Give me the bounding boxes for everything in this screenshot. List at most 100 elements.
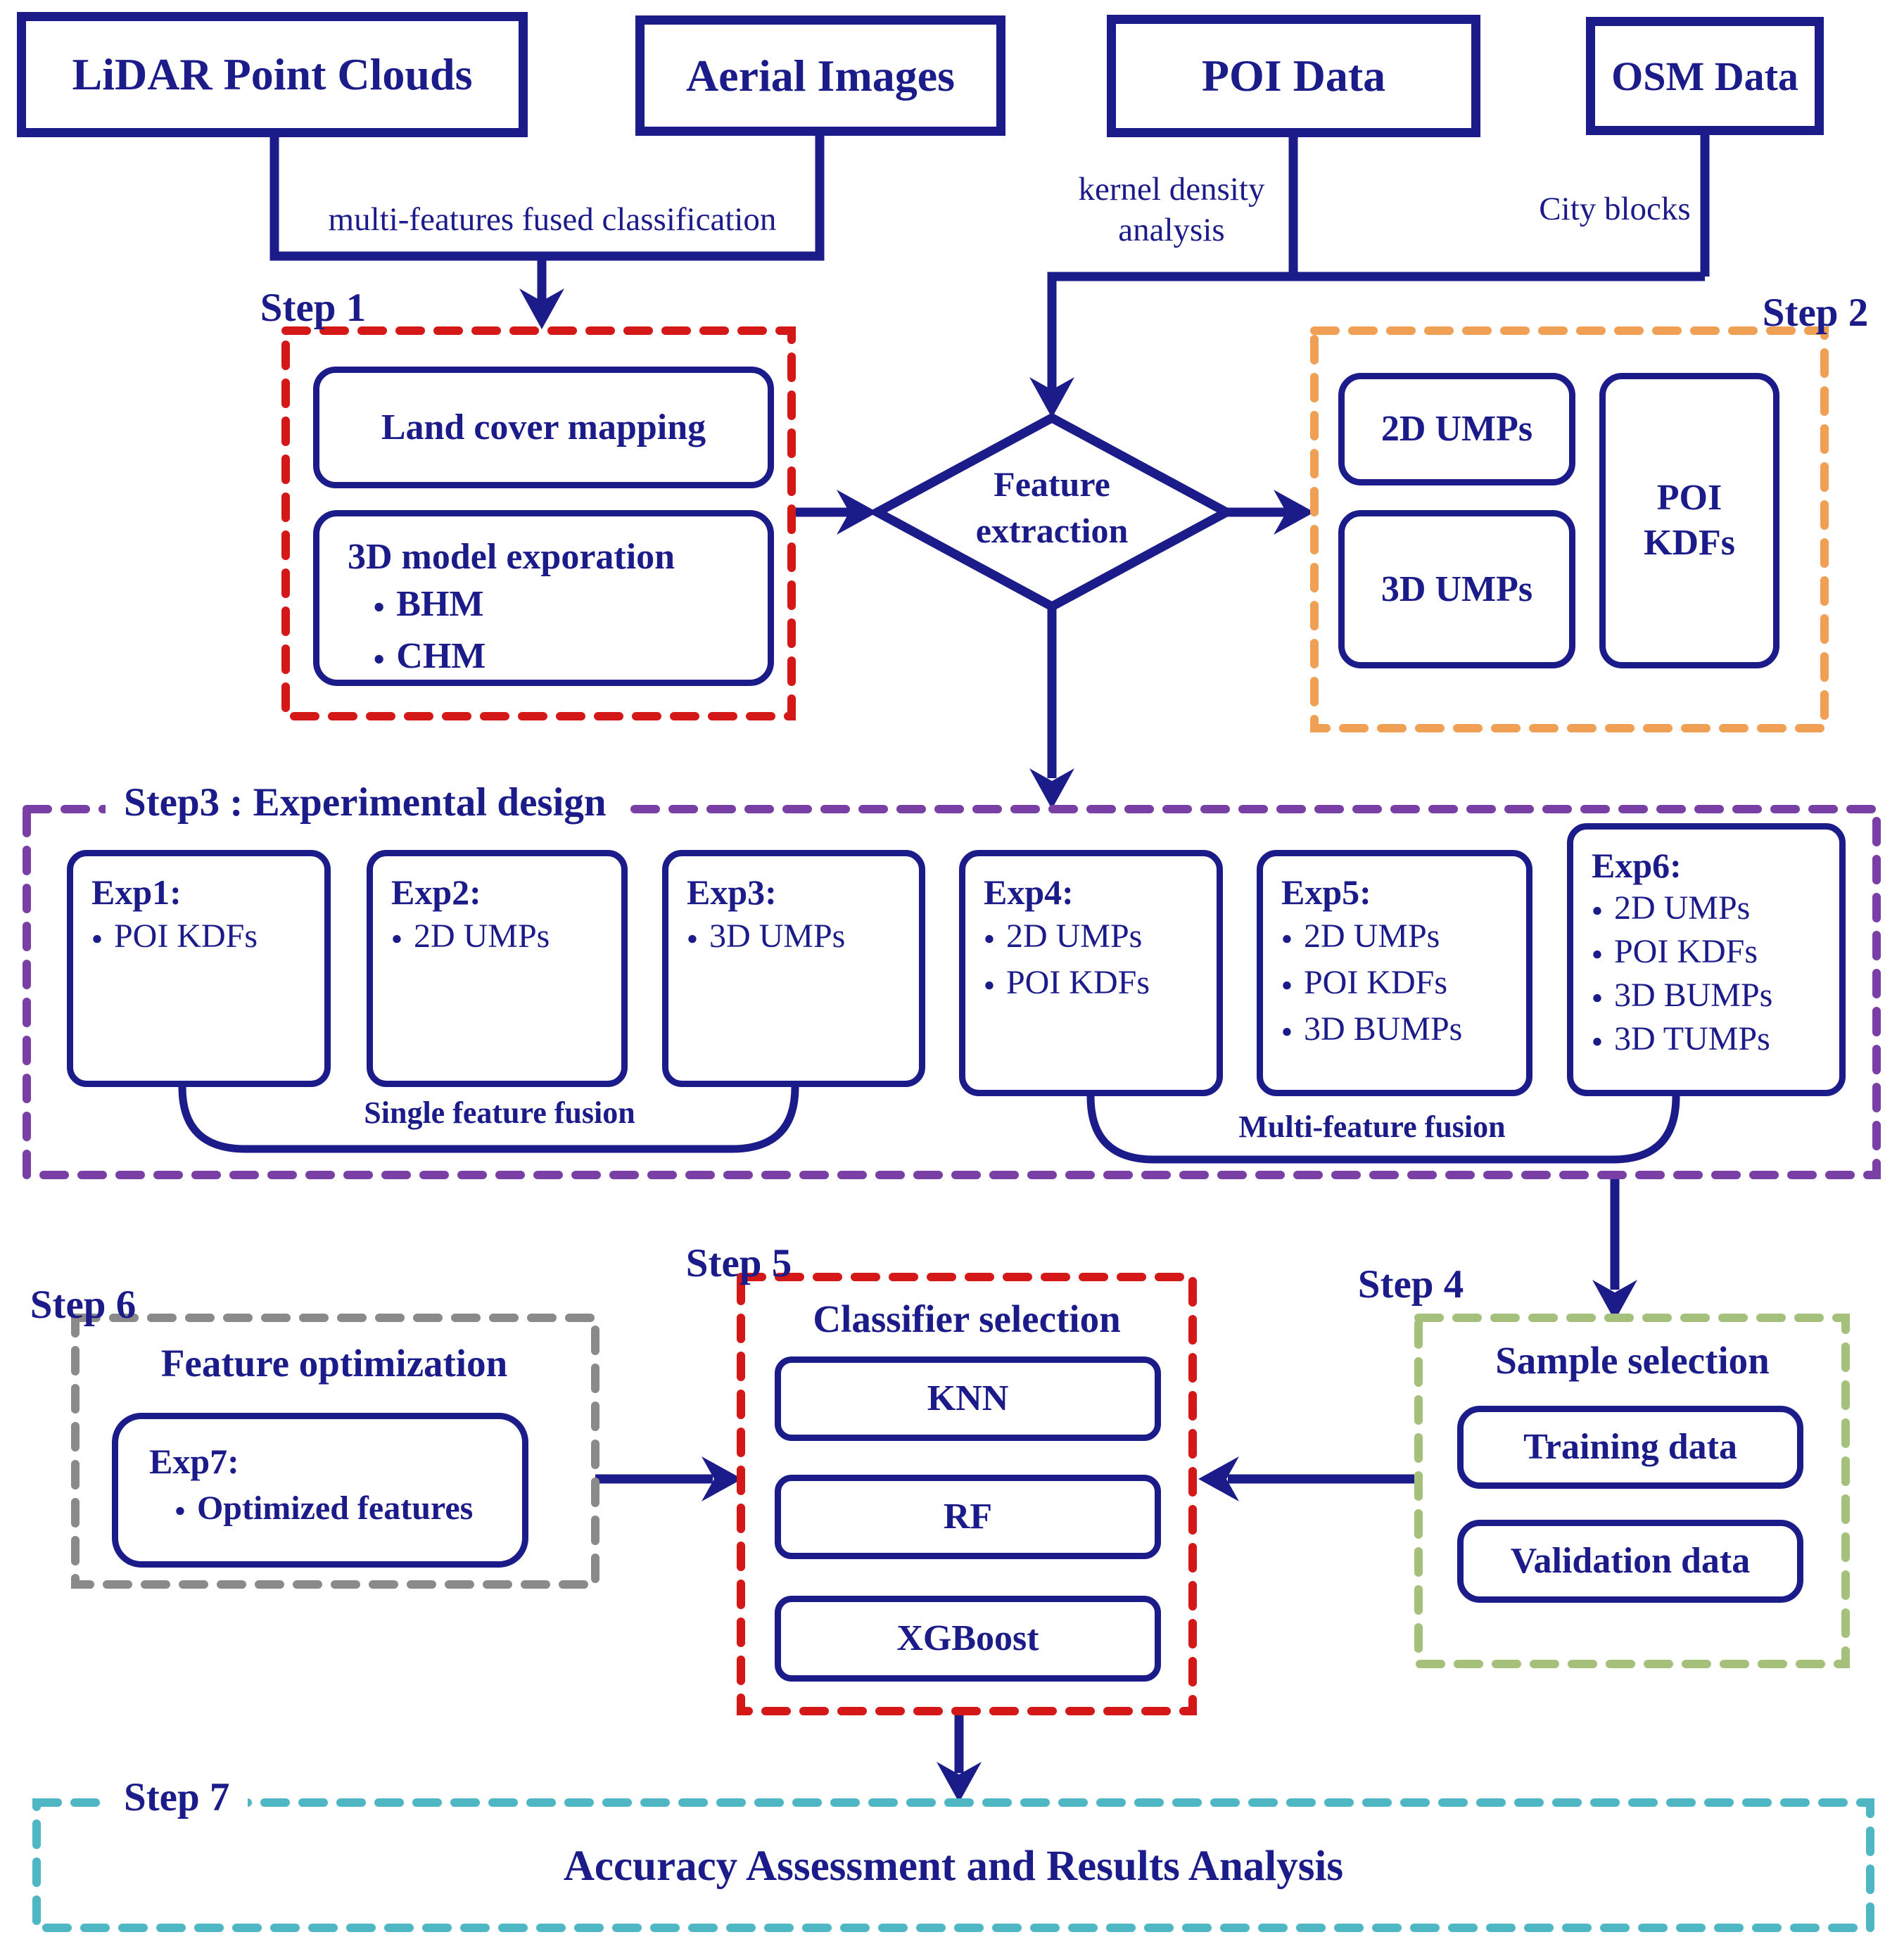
fused-classification-note: multi-features fused classification bbox=[328, 201, 777, 238]
rf-box: RF bbox=[775, 1475, 1161, 1559]
accuracy-assessment-title: Accuracy Assessment and Results Analysis bbox=[563, 1843, 1344, 1890]
exp1-box: Exp1: POI KDFs bbox=[67, 850, 331, 1087]
kernel-density-note: kernel density analysis bbox=[1048, 169, 1295, 250]
exp5-title: Exp5: bbox=[1281, 872, 1371, 912]
xgboost-box: XGBoost bbox=[775, 1596, 1161, 1682]
model-item-bhm: BHM bbox=[348, 580, 740, 632]
osm-label: OSM Data bbox=[1611, 53, 1798, 99]
arrowhead-into-diamond-left bbox=[837, 490, 877, 535]
exp2-item: 2D UMPs bbox=[391, 914, 603, 960]
exp6-title: Exp6: bbox=[1592, 846, 1682, 885]
arrowhead-into-diamond-top bbox=[1029, 377, 1074, 418]
validation-data-label: Validation data bbox=[1510, 1541, 1751, 1581]
exp2-box: Exp2: 2D UMPs bbox=[367, 850, 628, 1087]
step3-frame bbox=[23, 805, 1881, 1179]
step3-label: Step3 : Experimental design bbox=[106, 780, 625, 825]
knn-box: KNN bbox=[775, 1357, 1161, 1441]
knn-label: KNN bbox=[927, 1378, 1009, 1418]
feature-extraction-line2: extraction bbox=[975, 511, 1129, 550]
ump-3d-box: 3D UMPs bbox=[1338, 510, 1575, 668]
step5-frame bbox=[737, 1273, 1197, 1715]
arrowhead-into-step2 bbox=[1274, 490, 1314, 535]
exp4-item-2: POI KDFs bbox=[984, 960, 1198, 1007]
model-item-chm: CHM bbox=[348, 632, 740, 684]
step5-label: Step 5 bbox=[685, 1241, 792, 1285]
step6-frame bbox=[71, 1314, 599, 1589]
exp2-title: Exp2: bbox=[391, 872, 481, 912]
exp4-item-1: 2D UMPs bbox=[984, 914, 1198, 960]
ump-2d-box: 2D UMPs bbox=[1338, 373, 1575, 485]
arrowhead-into-step7 bbox=[937, 1762, 982, 1803]
poi-osm-connector-line bbox=[1047, 134, 1710, 391]
ump-2d-label: 2D UMPs bbox=[1381, 409, 1533, 449]
exp6-box: Exp6: 2D UMPs POI KDFs 3D BUMPs 3D TUMPs bbox=[1567, 823, 1846, 1096]
step7-frame bbox=[32, 1798, 1874, 1932]
rf-label: RF bbox=[943, 1497, 993, 1537]
city-blocks-note: City blocks bbox=[1539, 191, 1691, 227]
aerial-images-box: Aerial Images bbox=[635, 15, 1005, 136]
lidar-aerial-connector-line bbox=[269, 136, 825, 261]
exp3-title: Exp3: bbox=[687, 872, 777, 912]
arrowhead-into-step5-right bbox=[1198, 1456, 1239, 1501]
step4-label: Step 4 bbox=[1357, 1262, 1464, 1307]
lidar-point-clouds-box: LiDAR Point Clouds bbox=[17, 12, 528, 137]
training-data-label: Training data bbox=[1523, 1427, 1737, 1467]
exp1-title: Exp1: bbox=[91, 872, 182, 912]
step1-frame bbox=[281, 326, 796, 720]
step4-frame bbox=[1414, 1314, 1850, 1668]
single-feature-fusion-label: Single feature fusion bbox=[364, 1095, 635, 1130]
poi-kdfs-box: POI KDFs bbox=[1599, 373, 1779, 668]
land-cover-mapping-box: Land cover mapping bbox=[313, 367, 774, 488]
kernel-density-line1: kernel density bbox=[1078, 171, 1265, 208]
exp3-box: Exp3: 3D UMPs bbox=[662, 850, 925, 1087]
exp4-title: Exp4: bbox=[984, 872, 1074, 912]
feature-extraction-diamond bbox=[868, 412, 1236, 612]
land-cover-mapping-label: Land cover mapping bbox=[381, 407, 706, 447]
exp5-item-2: POI KDFs bbox=[1281, 960, 1508, 1007]
exp5-box: Exp5: 2D UMPs POI KDFs 3D BUMPs bbox=[1257, 850, 1532, 1096]
step7-label: Step 7 bbox=[106, 1774, 248, 1820]
kernel-density-line2: analysis bbox=[1118, 212, 1225, 248]
exp5-item-3: 3D BUMPs bbox=[1281, 1007, 1508, 1053]
exp1-item: POI KDFs bbox=[91, 914, 306, 960]
xgboost-label: XGBoost bbox=[896, 1618, 1039, 1658]
step2-label: Step 2 bbox=[1762, 291, 1869, 335]
model-exploration-title: 3D model exporation bbox=[348, 537, 675, 577]
classifier-selection-title: Classifier selection bbox=[813, 1297, 1121, 1340]
single-feature-fusion-bracket bbox=[178, 1086, 799, 1153]
multi-feature-fusion-label: Multi-feature fusion bbox=[1238, 1110, 1506, 1144]
arrowhead-into-step4 bbox=[1592, 1280, 1637, 1321]
step1-label: Step 1 bbox=[260, 286, 367, 330]
ump-3d-label: 3D UMPs bbox=[1381, 568, 1533, 609]
multi-feature-fusion-bracket bbox=[1086, 1095, 1680, 1164]
step2-frame bbox=[1310, 326, 1829, 732]
feature-optimization-title: Feature optimization bbox=[160, 1342, 508, 1385]
poi-kdfs-label: POI KDFs bbox=[1644, 478, 1735, 563]
exp6-item-4: 3D TUMPs bbox=[1592, 1018, 1821, 1062]
arrowhead-into-step3 bbox=[1029, 768, 1074, 809]
sample-selection-title: Sample selection bbox=[1495, 1339, 1770, 1382]
feature-extraction-line1: Feature bbox=[994, 464, 1110, 504]
validation-data-box: Validation data bbox=[1457, 1520, 1803, 1603]
exp7-title: Exp7: bbox=[149, 1442, 239, 1481]
exp7-item: Optimized features bbox=[149, 1484, 491, 1535]
training-data-box: Training data bbox=[1457, 1406, 1803, 1489]
exp6-item-3: 3D BUMPs bbox=[1592, 974, 1821, 1018]
aerial-label: Aerial Images bbox=[685, 50, 956, 101]
poi-label: POI Data bbox=[1201, 51, 1386, 101]
exp5-item-1: 2D UMPs bbox=[1281, 914, 1508, 960]
exp6-item-1: 2D UMPs bbox=[1592, 887, 1821, 931]
step6-label: Step 6 bbox=[30, 1283, 137, 1327]
arrowhead-into-step1 bbox=[519, 288, 564, 329]
poi-data-box: POI Data bbox=[1107, 15, 1480, 137]
arrowhead-into-step5-left bbox=[702, 1456, 742, 1501]
exp4-box: Exp4: 2D UMPs POI KDFs bbox=[959, 850, 1223, 1096]
lidar-label: LiDAR Point Clouds bbox=[72, 49, 473, 99]
model-exploration-box: 3D model exporation BHM CHM bbox=[313, 510, 774, 686]
exp7-box: Exp7: Optimized features bbox=[112, 1413, 528, 1568]
osm-data-box: OSM Data bbox=[1586, 17, 1824, 135]
exp3-item: 3D UMPs bbox=[687, 914, 901, 960]
exp6-item-2: POI KDFs bbox=[1592, 931, 1821, 974]
